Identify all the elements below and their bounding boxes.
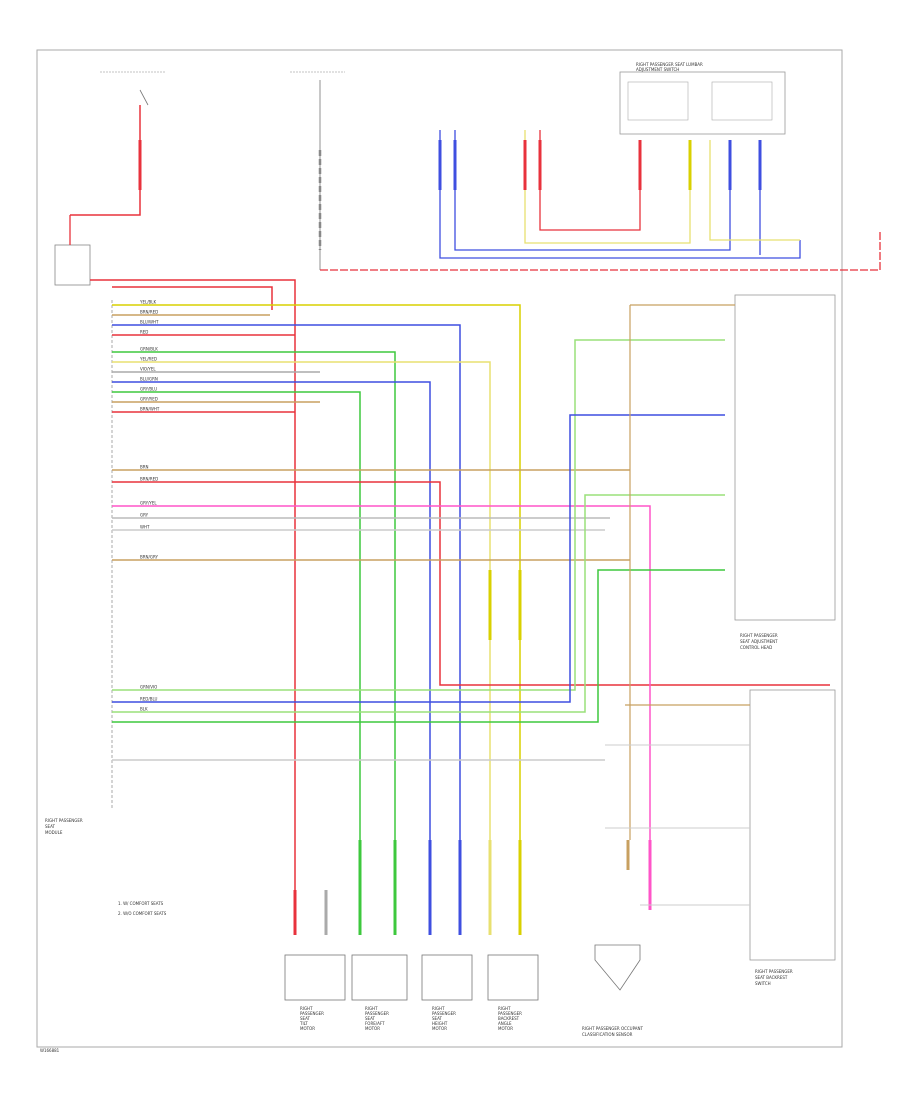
seat-adjustment-control: RIGHT PASSENGER SEAT ADJUSTMENT CONTROL … (629, 294, 836, 840)
svg-text:ADJUSTMENT SWITCH: ADJUSTMENT SWITCH (636, 67, 679, 72)
wire-color-label: RED/BLU (140, 697, 158, 702)
svg-text:RIGHT PASSENGER SEAT LUMBAR: RIGHT PASSENGER SEAT LUMBAR (636, 62, 703, 67)
module-wires (90, 279, 830, 910)
wire-color-label: GRY (140, 513, 149, 518)
svg-text:PASSENGER: PASSENGER (365, 1011, 389, 1016)
wire-bands (293, 570, 652, 935)
svg-text:ANGLE: ANGLE (498, 1021, 512, 1026)
wire-color-label: BLK (140, 707, 148, 712)
wire-color-label: GRY/BLU (140, 387, 157, 392)
svg-text:MOTOR: MOTOR (365, 1026, 380, 1031)
svg-text:SEAT BACKREST: SEAT BACKREST (755, 975, 788, 980)
svg-text:CONTROL HEAD: CONTROL HEAD (740, 645, 772, 650)
svg-text:BACKREST: BACKREST (498, 1016, 520, 1021)
svg-text:HEIGHT: HEIGHT (432, 1021, 448, 1026)
wire-color-label: GRN/BLK (140, 347, 158, 352)
footnote-2: 2. W/O COMFORT SEATS (118, 911, 167, 916)
svg-text:SEAT ADJUSTMENT: SEAT ADJUSTMENT (740, 639, 778, 644)
wire-color-label: YEL/RED (139, 357, 157, 362)
wire-color-label: BRN (140, 465, 149, 470)
svg-text:SWITCH: SWITCH (755, 981, 771, 986)
fuse-left (70, 71, 165, 216)
svg-text:MOTOR: MOTOR (432, 1026, 447, 1031)
svg-text:RIGHT PASSENGER OCCUPANT: RIGHT PASSENGER OCCUPANT (582, 1026, 643, 1031)
svg-text:MOTOR: MOTOR (498, 1026, 513, 1031)
wire-color-label: VIO/YEL (140, 367, 156, 372)
svg-text:RIGHT PASSENGER: RIGHT PASSENGER (45, 818, 83, 823)
occupant-sensor: RIGHT PASSENGER OCCUPANT CLASSIFICATION … (582, 944, 643, 1037)
svg-text:RIGHT: RIGHT (498, 1006, 511, 1011)
svg-text:RIGHT: RIGHT (365, 1006, 378, 1011)
wire-color-label: GRY/RED (140, 397, 158, 402)
svg-text:PASSENGER: PASSENGER (498, 1011, 522, 1016)
svg-text:MODULE: MODULE (45, 830, 63, 835)
wire-color-label: BRN/WHT (140, 407, 160, 412)
wire-color-label: BLU/WHT (140, 320, 159, 325)
footnote-1: 1. W/ COMFORT SEATS (118, 901, 164, 906)
motor-height: RIGHT PASSENGER SEAT HEIGHT MOTOR (421, 954, 473, 1031)
wire-color-label: BRN/RED (140, 477, 158, 482)
svg-text:SEAT: SEAT (300, 1016, 310, 1021)
svg-text:RIGHT: RIGHT (432, 1006, 445, 1011)
svg-text:SEAT: SEAT (45, 824, 55, 829)
wire-color-label: RED (140, 330, 148, 335)
svg-text:FORE/AFT: FORE/AFT (365, 1021, 385, 1026)
svg-text:PASSENGER: PASSENGER (432, 1011, 456, 1016)
left-relay (54, 215, 91, 286)
wire-color-label: GRY/YEL (140, 501, 157, 506)
module-connector: RIGHT PASSENGER SEAT MODULE (45, 300, 113, 835)
pin-labels: YEL/BLK BRN/RED BLU/WHT RED GRN/BLK YEL/RED VI… (139, 300, 160, 712)
motor-tilt: RIGHT PASSENGER SEAT TILT MOTOR (284, 954, 346, 1031)
svg-text:PASSENGER: PASSENGER (300, 1011, 324, 1016)
wire-color-label: BLU/GRN (140, 377, 158, 382)
diagram-frame (36, 49, 843, 1048)
svg-text:SEAT: SEAT (365, 1016, 375, 1021)
wire-color-label: BRN/RED (140, 310, 158, 315)
svg-text:MOTOR: MOTOR (300, 1026, 315, 1031)
wire-color-label: BRN/GRY (140, 555, 158, 560)
lumbar-switch: RIGHT PASSENGER SEAT LUMBAR ADJUSTMENT S… (619, 62, 786, 135)
svg-text:CLASSIFICATION SENSOR: CLASSIFICATION SENSOR (582, 1032, 633, 1037)
motor-backrest: RIGHT PASSENGER BACKREST ANGLE MOTOR (487, 954, 539, 1031)
svg-text:RIGHT PASSENGER: RIGHT PASSENGER (755, 969, 793, 974)
motor-fore-aft: RIGHT PASSENGER SEAT FORE/AFT MOTOR (351, 954, 408, 1031)
svg-text:RIGHT: RIGHT (300, 1006, 313, 1011)
svg-text:TILT: TILT (299, 1021, 308, 1026)
top-switch-wires (438, 130, 801, 259)
wire-color-label: YEL/BLK (139, 300, 157, 305)
page-id: W166881 (40, 1048, 60, 1053)
fuse-center (290, 71, 881, 271)
wire-color-label: WHT (140, 525, 150, 530)
svg-text:SEAT: SEAT (432, 1016, 442, 1021)
wire-color-label: GRN/VIO (140, 685, 157, 690)
backrest-switch: RIGHT PASSENGER SEAT BACKREST SWITCH (605, 689, 836, 986)
svg-text:RIGHT PASSENGER: RIGHT PASSENGER (740, 633, 778, 638)
